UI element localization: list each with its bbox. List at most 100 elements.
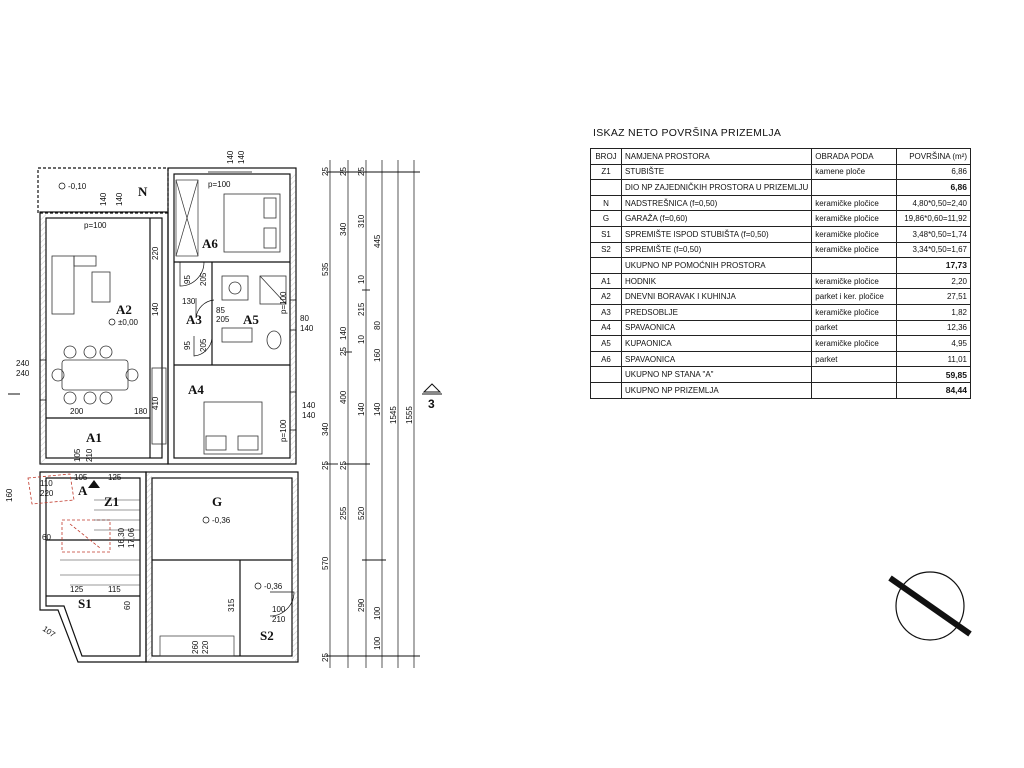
table-header-row: BROJ NAMJENA PROSTORA OBRADA PODA POVRŠI… <box>590 148 971 165</box>
dim: 100 <box>373 636 382 650</box>
room-label-z1: Z1 <box>104 494 119 509</box>
header-broj: BROJ <box>590 148 622 165</box>
section-marker: 3 <box>8 383 442 411</box>
cell-namjena: SPAVAONICA <box>620 350 813 368</box>
bathroom-fixtures <box>221 275 287 350</box>
cell-obrada: parket <box>811 319 898 337</box>
dim: 255 <box>339 506 348 520</box>
dim: 220 <box>40 489 54 498</box>
dim: 140 <box>226 150 235 164</box>
dim: 80 <box>373 321 382 330</box>
dim: 160 <box>5 488 14 502</box>
area-table: BROJ NAMJENA PROSTORA OBRADA PODA POVRŠI… <box>590 148 971 399</box>
level-n: -0,10 <box>68 182 87 191</box>
dim: 100 <box>272 605 286 614</box>
header-obrada: OBRADA PODA <box>811 148 898 165</box>
cell-povrsina: 3,48*0,50=1,74 <box>896 225 971 243</box>
dim: 445 <box>373 234 382 248</box>
cell-povrsina: 27,51 <box>896 288 971 305</box>
dim: 140 <box>357 402 366 416</box>
dim: 160 <box>373 348 382 362</box>
dim: 25 <box>321 461 330 470</box>
dim: 25 <box>339 347 348 356</box>
dim: 10 <box>357 275 366 284</box>
cell-povrsina: 6,86 <box>896 163 971 181</box>
level-s2: -0,36 <box>264 582 283 591</box>
room-label-g: G <box>212 494 222 509</box>
dim: 25 <box>339 461 348 470</box>
dim: 25 <box>339 167 348 176</box>
section-marker-label: 3 <box>428 397 435 411</box>
room-label-a3: A3 <box>186 312 202 327</box>
north-arrow-icon <box>888 571 972 641</box>
header-namjena: NAMJENA PROSTORA <box>620 148 813 165</box>
cell-povrsina: 1,82 <box>896 303 971 321</box>
dim: 140 <box>237 150 246 164</box>
cell-namjena: UKUPNO NP POMOĆNIH PROSTORA <box>620 257 813 274</box>
dim: 400 <box>339 390 348 404</box>
cell-namjena: DIO NP ZAJEDNIČKIH PROSTORA U PRIZEMLJU <box>620 179 813 196</box>
room-label-a6: A6 <box>202 236 218 251</box>
dim: 140 <box>151 302 160 316</box>
header-povrsina: POVRŠINA (m²) <box>896 148 971 165</box>
dim: 105 <box>74 473 88 482</box>
dim: p=100 <box>279 291 288 314</box>
cell-povrsina: 6,86 <box>896 179 971 196</box>
dim: 200 <box>70 407 84 416</box>
cell-obrada: keramičke pločice <box>811 272 898 290</box>
dim: 140 <box>302 411 316 420</box>
dim: 140 <box>99 192 108 206</box>
cell-obrada: keramičke pločice <box>811 241 898 259</box>
cell-obrada <box>811 179 898 196</box>
cell-broj: A4 <box>590 319 622 337</box>
cell-namjena: PREDSOBLJE <box>620 303 813 321</box>
room-label-a4: A4 <box>188 382 204 397</box>
cell-namjena: HODNIK <box>620 272 813 290</box>
dimension-chains <box>326 160 420 668</box>
dim: 1545 <box>389 406 398 424</box>
room-label-a1: A1 <box>86 430 102 445</box>
dim: 260 <box>191 640 200 654</box>
cell-broj <box>590 179 622 196</box>
cell-obrada <box>811 257 898 274</box>
dim: 16,30 <box>117 527 126 548</box>
cell-obrada <box>811 366 898 383</box>
dim: 25 <box>357 167 366 176</box>
dim: 535 <box>321 262 330 276</box>
dim: 210 <box>85 448 94 462</box>
dim: 60 <box>123 601 132 610</box>
dim: 205 <box>199 272 208 286</box>
dim: 240 <box>16 369 30 378</box>
dim: 25 <box>321 653 330 662</box>
cell-broj: N <box>590 194 622 212</box>
cell-namjena: SPREMIŠTE ISPOD STUBIŠTA (f=0,50) <box>620 225 813 243</box>
dim: 240 <box>16 359 30 368</box>
cell-obrada: keramičke pločice <box>811 335 898 352</box>
dim: 115 <box>108 585 121 594</box>
cell-povrsina: 12,36 <box>896 319 971 337</box>
dim: 17,06 <box>127 527 136 548</box>
dim: 125 <box>108 473 122 482</box>
dim: 95 <box>183 341 192 350</box>
dim: 85 <box>216 306 225 315</box>
dim: 340 <box>321 422 330 436</box>
table-subtotal-row: UKUPNO NP STANA "A"59,85 <box>590 366 971 383</box>
windows <box>40 167 296 431</box>
cell-namjena: SPAVAONICA <box>620 319 813 337</box>
table-subtotal-row: DIO NP ZAJEDNIČKIH PROSTORA U PRIZEMLJU 6… <box>590 179 971 196</box>
dim: 1555 <box>405 406 414 424</box>
cell-namjena: SPREMIŠTE (f=0,50) <box>620 241 813 259</box>
dim: 110 <box>40 479 53 488</box>
room-label-a2: A2 <box>116 302 132 317</box>
cell-namjena: UKUPNO NP PRIZEMLJA <box>620 381 813 399</box>
cell-broj: A2 <box>590 288 622 305</box>
dim: 10 <box>357 335 366 344</box>
cell-obrada: parket <box>811 350 898 368</box>
dim: 205 <box>199 338 208 352</box>
